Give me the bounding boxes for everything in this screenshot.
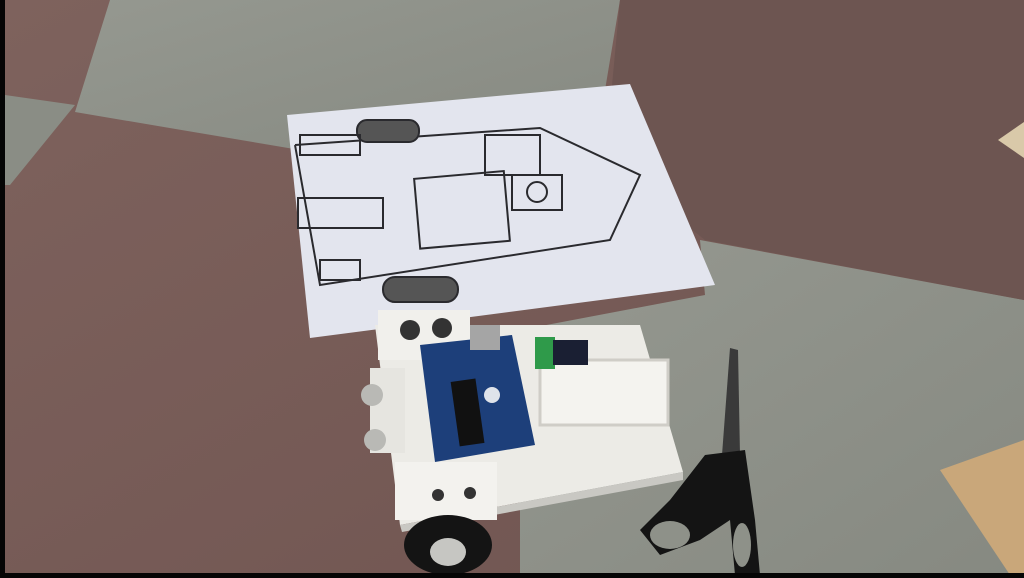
floor-tile-grey-bottom-right [520,240,1024,578]
motor-driver-board [553,340,588,365]
battery-box [538,358,670,427]
sketch-arduino [413,169,511,250]
motor-driver-terminal [535,337,555,369]
paper-sketch [287,84,715,338]
left-border [0,0,5,578]
sketch-outline [294,126,642,287]
wood-piece [940,440,1024,575]
wheel [404,515,492,575]
sketch-wheel-top [356,119,420,143]
arduino-board [420,325,535,462]
bottom-border [0,573,1024,578]
sketch-sensor [297,197,384,229]
sketch-wheel-bottom [382,276,459,303]
wood-chip [998,122,1024,158]
sketch-motor-mount [511,174,563,211]
scissors [640,348,760,575]
floor-tile-grey-left [5,95,75,185]
floor-tile-brown-top-right [605,0,1024,300]
chassis-rear-bracket [395,462,497,520]
